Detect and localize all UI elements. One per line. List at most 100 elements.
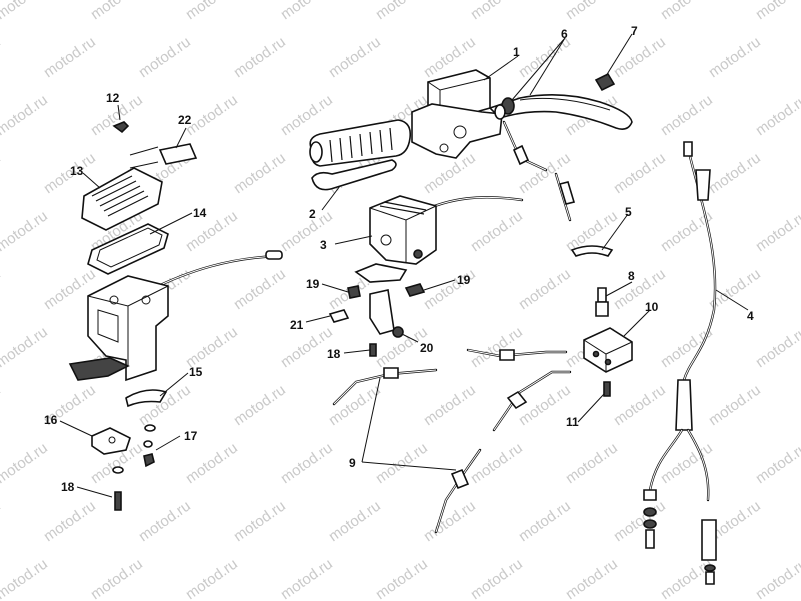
watermark-text-102: motod.ru	[136, 497, 194, 545]
watermark-text-58: motod.ru	[658, 207, 716, 255]
throttle-housing-assembly	[59, 104, 283, 511]
callout-labels: 1 2 3 4 5 6 7 8 9 10 11 12 13 14 15 16 1…	[44, 24, 754, 494]
brake-master-cylinder-assembly	[309, 33, 633, 211]
watermark-text-15: motod.ru	[373, 0, 431, 23]
cable-assembly-4	[643, 141, 749, 585]
watermark-text-13: motod.ru	[183, 0, 241, 23]
watermark-text-106: motod.ru	[516, 497, 574, 545]
bolt-11	[603, 381, 611, 397]
watermark-text-59: motod.ru	[753, 207, 801, 255]
callout-7: 7	[631, 24, 638, 38]
watermark-text-82: motod.ru	[136, 381, 194, 429]
cable-end	[265, 250, 283, 260]
watermark-text-80: motod.ru	[0, 381, 4, 429]
hose-5	[570, 245, 614, 257]
watermark-text-66: motod.ru	[516, 265, 574, 313]
watermark-text-16: motod.ru	[468, 0, 526, 23]
callout-8: 8	[628, 269, 635, 283]
brake-hose-upper	[502, 120, 548, 172]
throttle-lever	[68, 357, 130, 381]
watermark-text-27: motod.ru	[611, 33, 669, 81]
watermark-text-105: motod.ru	[421, 497, 479, 545]
callout-19-right: 19	[457, 273, 471, 287]
watermark-text-101: motod.ru	[41, 497, 99, 545]
watermark-text-21: motod.ru	[41, 33, 99, 81]
watermark-text-28: motod.ru	[706, 33, 764, 81]
brake-lines-assembly	[332, 172, 651, 534]
watermark-text-116: motod.ru	[468, 555, 526, 601]
watermark-text-85: motod.ru	[421, 381, 479, 429]
screw-17	[143, 453, 155, 468]
callout-18-center: 18	[327, 347, 341, 361]
watermark-text-60: motod.ru	[0, 265, 4, 313]
watermark-text-93: motod.ru	[183, 439, 241, 487]
spring-15	[125, 389, 168, 408]
watermark-text-119: motod.ru	[753, 555, 801, 601]
watermark-text-47: motod.ru	[611, 149, 669, 197]
screw-18-center	[369, 343, 377, 357]
watermark-text-43: motod.ru	[231, 149, 289, 197]
master-cylinder-body	[411, 103, 503, 159]
watermark-text-103: motod.ru	[231, 497, 289, 545]
clip-19-right	[404, 283, 426, 297]
brake-lever	[488, 94, 633, 130]
watermark-text-22: motod.ru	[136, 33, 194, 81]
watermark-text-113: motod.ru	[183, 555, 241, 601]
watermark-text-99: motod.ru	[753, 439, 801, 487]
watermark-text-20: motod.ru	[0, 33, 4, 81]
callout-17: 17	[184, 429, 198, 443]
watermark-text-76: motod.ru	[468, 323, 526, 371]
fitting-8	[597, 287, 607, 303]
watermark-text-56: motod.ru	[468, 207, 526, 255]
callout-18-left: 18	[61, 480, 75, 494]
watermark-text-117: motod.ru	[563, 555, 621, 601]
watermark-text-39: motod.ru	[753, 91, 801, 139]
clip-19-left	[347, 285, 361, 299]
callout-20: 20	[420, 341, 434, 355]
watermark-text-94: motod.ru	[278, 439, 336, 487]
bracket-16	[91, 427, 131, 455]
watermark-text-11: motod.ru	[0, 0, 51, 23]
watermark-text-97: motod.ru	[563, 439, 621, 487]
watermark-text-114: motod.ru	[278, 555, 336, 601]
callout-21: 21	[290, 318, 304, 332]
junction-block-10	[583, 327, 633, 373]
watermark-text-54: motod.ru	[278, 207, 336, 255]
watermark-text-88: motod.ru	[706, 381, 764, 429]
watermark-text-17: motod.ru	[563, 0, 621, 23]
clutch-lever-2	[311, 159, 397, 191]
callout-4: 4	[747, 309, 754, 323]
watermark-text-14: motod.ru	[278, 0, 336, 23]
callout-1: 1	[513, 45, 520, 59]
watermark-text-18: motod.ru	[658, 0, 716, 23]
callout-10: 10	[645, 300, 659, 314]
banjo-bolt-7	[594, 72, 616, 92]
watermark-text-24: motod.ru	[326, 33, 384, 81]
gasket-14	[87, 223, 169, 275]
watermark-text-96: motod.ru	[468, 439, 526, 487]
callout-11: 11	[566, 415, 579, 429]
watermark-text-71: motod.ru	[0, 323, 51, 371]
watermark-text-31: motod.ru	[0, 91, 51, 139]
callout-13: 13	[70, 164, 84, 178]
callout-15: 15	[189, 365, 203, 379]
watermark-text-111: motod.ru	[0, 555, 51, 601]
callout-16: 16	[44, 413, 58, 427]
watermark-text-23: motod.ru	[231, 33, 289, 81]
watermark-text-40: motod.ru	[0, 149, 4, 197]
callout-14: 14	[193, 206, 207, 220]
watermark-text-107: motod.ru	[611, 497, 669, 545]
watermark-text-48: motod.ru	[706, 149, 764, 197]
callout-2: 2	[309, 207, 316, 221]
cover-13	[81, 167, 163, 231]
watermark-text-38: motod.ru	[658, 91, 716, 139]
screw-18-left	[114, 491, 122, 511]
watermark-text-19: motod.ru	[753, 0, 801, 23]
callout-6: 6	[561, 27, 568, 41]
clamp	[369, 289, 395, 335]
cable-splitter	[675, 379, 693, 431]
switch-bracket	[354, 263, 408, 283]
watermark-text-104: motod.ru	[326, 497, 384, 545]
callout-22: 22	[178, 113, 192, 127]
watermark-text-84: motod.ru	[326, 381, 384, 429]
